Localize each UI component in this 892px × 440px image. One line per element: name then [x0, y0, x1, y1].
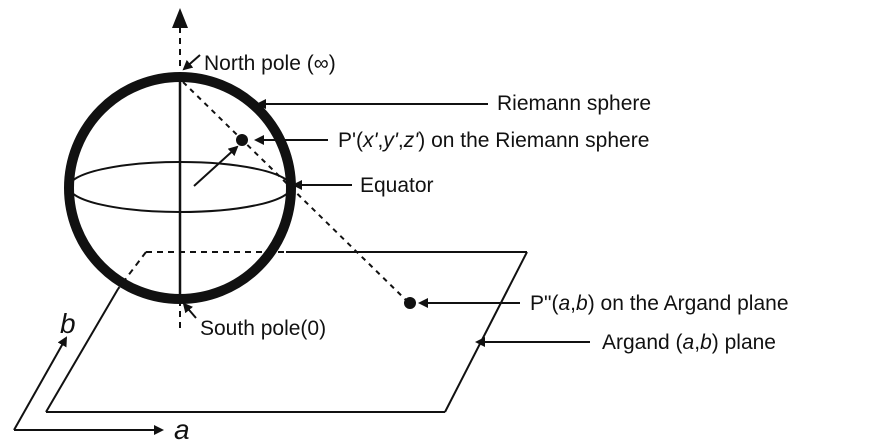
point-p-double-prime	[404, 297, 416, 309]
argand-plane-a: a	[683, 331, 695, 354]
leader-arrows	[182, 54, 590, 347]
p-prime-comma-2: ,	[398, 129, 404, 152]
axis-b-arrow	[13, 336, 67, 431]
point-p-prime	[236, 134, 248, 146]
argand-plane-prefix: Argand (	[602, 331, 683, 354]
axis-b-label: b	[60, 308, 76, 339]
polar-axis	[172, 8, 188, 328]
argand-plane-b: b	[700, 331, 712, 354]
p-prime-x: x'	[362, 129, 379, 152]
riemann-sphere-label: Riemann sphere	[497, 92, 651, 115]
p-double-prime-a: a	[558, 292, 570, 315]
p-double-prime-label: P"(a,b) on the Argand plane	[530, 292, 789, 315]
p-prime-comma-1: ,	[378, 129, 384, 152]
p-prime-suffix: ) on the Riemann sphere	[418, 129, 649, 152]
p-double-prime-comma: ,	[570, 292, 576, 315]
axis-a-label: a	[174, 414, 190, 440]
p-double-prime-suffix: ) on the Argand plane	[588, 292, 789, 315]
north-pole-label: North pole (∞)	[204, 52, 336, 75]
argand-plane-comma: ,	[694, 331, 700, 354]
ab-axes	[13, 336, 164, 435]
argand-plane-label: Argand (a,b) plane	[602, 331, 776, 354]
p-prime-prefix: P'(	[338, 129, 363, 152]
south-pole-label: South pole(0)	[200, 317, 326, 340]
p-prime-y: y'	[381, 129, 399, 152]
p-prime-pointer-arrow	[193, 145, 239, 187]
plane-left-edge	[45, 288, 119, 413]
projection-line	[182, 81, 409, 303]
north-pole-arrow	[182, 54, 201, 71]
p-prime-label: P'(x',y',z') on the Riemann sphere	[338, 129, 649, 152]
south-pole-arrow	[182, 302, 197, 319]
p-double-prime-b: b	[576, 292, 588, 315]
argand-plane-suffix: ) plane	[712, 331, 776, 354]
equator-label: Equator	[360, 174, 434, 197]
p-double-prime-prefix: P"(	[530, 292, 558, 315]
p-prime-z: z'	[403, 129, 420, 152]
plane-right-edge	[444, 251, 528, 413]
argand-plane	[45, 251, 528, 413]
axis-up-arrow-icon	[172, 8, 188, 28]
